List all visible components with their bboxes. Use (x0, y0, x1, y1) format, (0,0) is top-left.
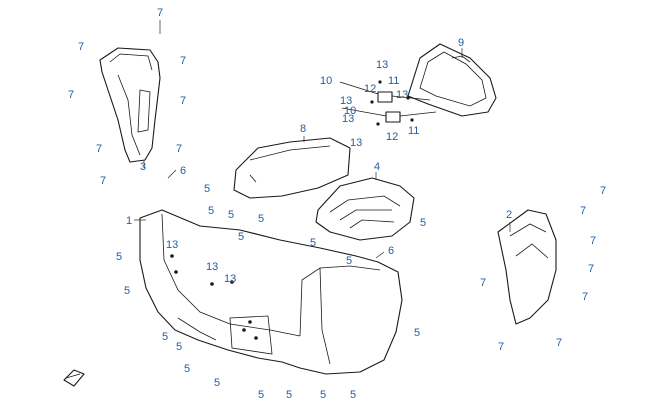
callout-13: 13 (350, 137, 362, 149)
callout-11: 11 (408, 125, 419, 137)
callout-5: 5 (184, 363, 190, 375)
callout-5: 5 (310, 237, 316, 249)
part-2-right-panel (497, 209, 557, 325)
callout-5: 5 (346, 255, 352, 267)
callout-5: 5 (176, 341, 182, 353)
callout-5: 5 (286, 389, 292, 401)
callout-7: 7 (180, 55, 186, 67)
callout-7: 7 (580, 205, 586, 217)
callout-1: 1 (126, 215, 132, 227)
callout-13: 13 (206, 261, 218, 273)
callout-8: 8 (300, 123, 306, 135)
small-clip-icon (63, 369, 85, 387)
callout-13: 13 (342, 113, 354, 125)
callout-7: 7 (78, 41, 84, 53)
callout-13: 13 (166, 239, 178, 251)
callout-10: 10 (344, 105, 356, 117)
callout-7: 7 (582, 291, 588, 303)
callout-7: 7 (176, 143, 182, 155)
part-8-seat (233, 137, 351, 199)
callout-11: 11 (388, 75, 399, 87)
callout-5: 5 (414, 327, 420, 339)
callout-5: 5 (214, 377, 220, 389)
callout-5: 5 (228, 209, 234, 221)
callout-6: 6 (180, 165, 186, 177)
callout-13: 13 (396, 89, 408, 101)
callout-5: 5 (238, 231, 244, 243)
callout-5: 5 (116, 251, 122, 263)
part-4-rack (315, 177, 415, 241)
callout-5: 5 (204, 183, 210, 195)
callout-13: 13 (340, 95, 352, 107)
leader-lines (134, 20, 511, 259)
callout-5: 5 (162, 331, 168, 343)
callout-7: 7 (100, 175, 106, 187)
callout-3: 3 (140, 161, 146, 173)
callout-5: 5 (320, 389, 326, 401)
bracket-assembly (339, 80, 437, 126)
callout-5: 5 (124, 285, 130, 297)
callout-7: 7 (96, 143, 102, 155)
part-1-main-body (139, 209, 403, 375)
callout-12: 12 (364, 83, 376, 95)
callout-7: 7 (600, 185, 606, 197)
callout-4: 4 (374, 161, 380, 173)
callout-7: 7 (556, 337, 562, 349)
callout-7: 7 (480, 277, 486, 289)
callout-10: 10 (320, 75, 332, 87)
callout-2: 2 (506, 209, 512, 221)
callout-6: 6 (388, 245, 394, 257)
callout-labels: 7 7 7 7 7 7 7 7 3 9 10 10 11 11 12 12 13… (68, 7, 606, 401)
callout-7: 7 (588, 263, 594, 275)
part-9-frame (407, 43, 497, 117)
callout-5: 5 (258, 213, 264, 225)
callout-7: 7 (157, 7, 163, 19)
callout-7: 7 (498, 341, 504, 353)
callout-7: 7 (590, 235, 596, 247)
callout-13: 13 (376, 59, 388, 71)
callout-5: 5 (208, 205, 214, 217)
callout-7: 7 (180, 95, 186, 107)
callout-9: 9 (458, 37, 464, 49)
callout-5: 5 (420, 217, 426, 229)
callout-5: 5 (258, 389, 264, 401)
callout-13: 13 (224, 273, 236, 285)
part-3-left-panel (99, 47, 161, 163)
callout-5: 5 (350, 389, 356, 401)
callout-12: 12 (386, 131, 398, 143)
callout-7: 7 (68, 89, 74, 101)
